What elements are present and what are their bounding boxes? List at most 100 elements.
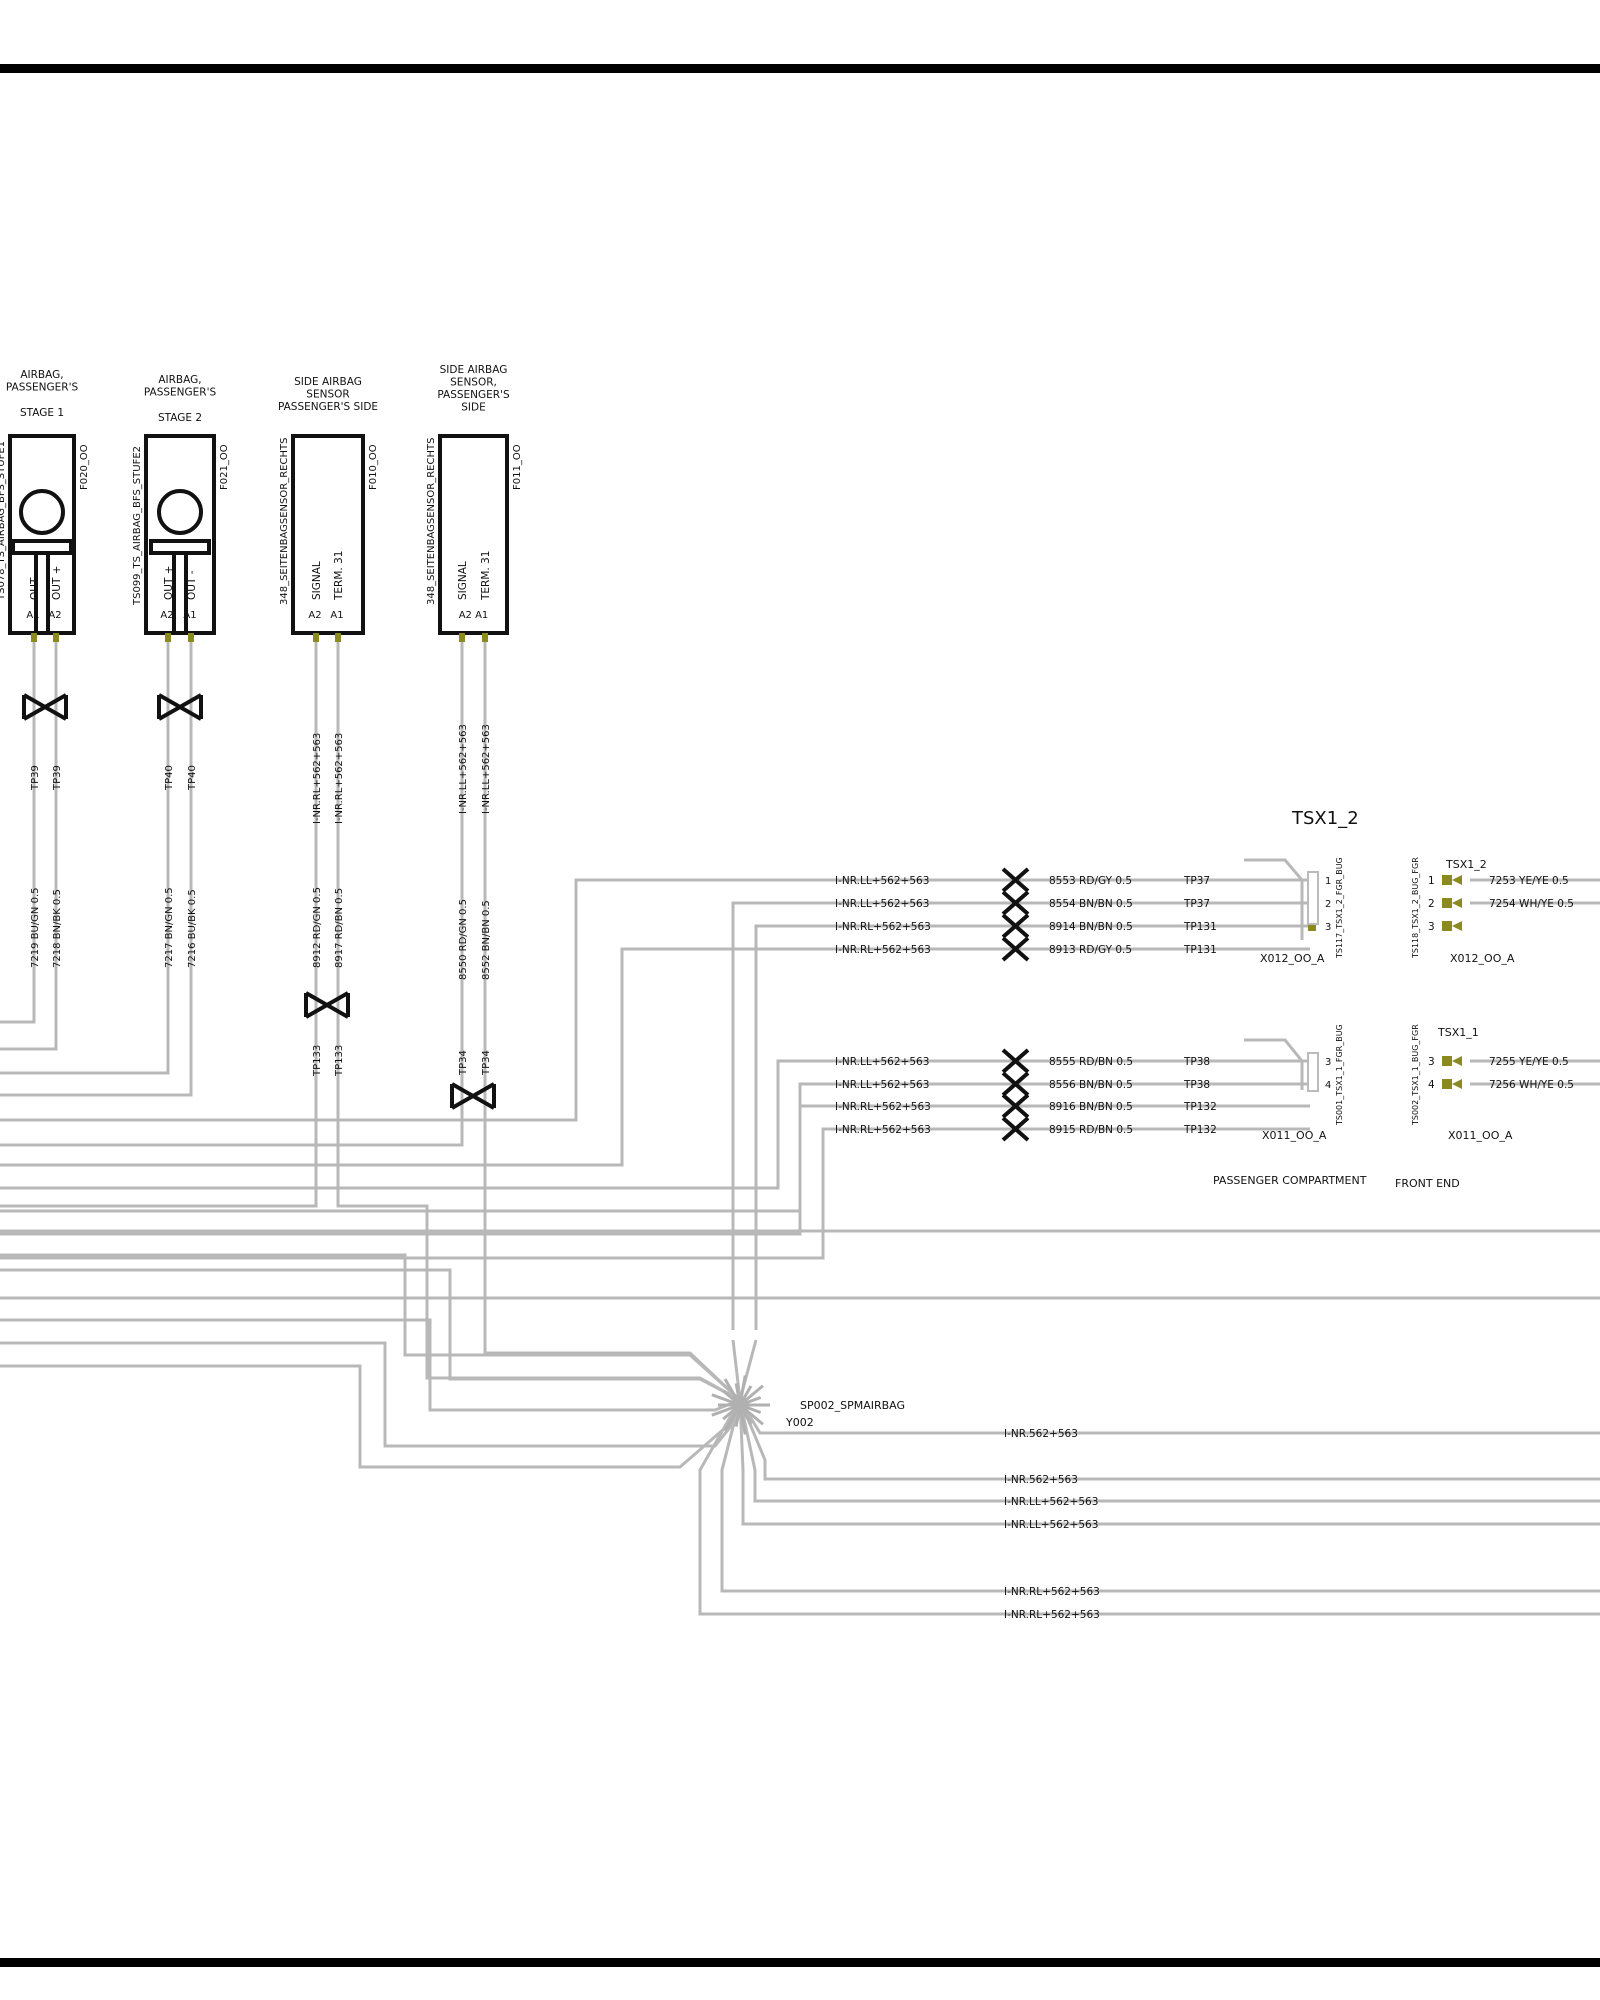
component-title-line: PASSENGER'S SIDE [278, 401, 378, 413]
wire-lower-1 [0, 1059, 1310, 1190]
wire-vertical-label: I-NR.LL+562+563 [458, 724, 469, 814]
component-ref-label: F021_OO [219, 444, 230, 490]
wire-c4-b [483, 638, 742, 1402]
wire-splice-out-6 [698, 1399, 1600, 1616]
connector-wire-label: 8914 BN/BN 0.5 [1049, 921, 1133, 933]
component-body [8, 434, 76, 635]
pin-terminal [188, 633, 194, 642]
connector-tp-label: TP132 [1183, 1101, 1217, 1113]
component-pin-number: A1 [330, 610, 343, 621]
wire-upper-1 [0, 878, 1310, 1122]
connector-net-label: I-NR.RL+562+563 [835, 1101, 931, 1113]
component-title-line: SIDE [461, 402, 485, 414]
connector-lower-housing [1244, 1038, 1304, 1090]
connector-upper-mate-vertical: TS118_TSX1_2_BUG_FGR [1411, 857, 1420, 959]
twist-marker [1001, 1071, 1030, 1097]
pin-terminal [53, 633, 59, 642]
component-ref-label: F020_OO [79, 444, 90, 490]
connector-pin-number: 1 [1325, 876, 1331, 887]
wire-vertical-label: 7219 BU/GN 0.5 [30, 888, 41, 969]
pin-terminal [165, 633, 171, 642]
connector-upper-housing-label: X012_OO_A [1260, 952, 1325, 965]
connector-wire-label: 8555 RD/BN 0.5 [1049, 1056, 1133, 1068]
twist-marker [450, 1082, 496, 1110]
connector-tp-label: TP38 [1183, 1079, 1210, 1091]
wire-c1-a [0, 638, 36, 1024]
wire-c4-a [0, 638, 464, 1147]
wire-vertical-label: TP39 [30, 765, 41, 791]
component-title-line: PASSENGER'S [6, 382, 79, 394]
connector-wire-label: 8556 BN/BN 0.5 [1049, 1079, 1133, 1091]
connector-tp-label: TP131 [1183, 944, 1217, 956]
wire-lower-3 [0, 1104, 1310, 1236]
connector-net-label: I-NR.LL+562+563 [835, 898, 929, 910]
mate-pin-terminal [1442, 1079, 1462, 1089]
splice-output-labels: I-NR.562+563I-NR.562+563I-NR.LL+562+563I… [1004, 1428, 1100, 1621]
component-pin-function: TERM. 31 [480, 551, 492, 601]
splice-name: SP002_SPMAIRBAG [800, 1399, 905, 1412]
component-pin-number: A2 A1 [459, 610, 489, 621]
connector-pin-number: 4 [1325, 1080, 1331, 1091]
wire-splice-out-3 [738, 1399, 1600, 1503]
wire-vertical-label: TP34 [458, 1050, 469, 1076]
mate-wire-label: 7253 YE/YE 0.5 [1489, 875, 1569, 887]
mate-pin-number: 3 [1428, 1056, 1435, 1068]
mate-pin-terminal [1442, 875, 1462, 885]
splice-output-label: I-NR.RL+562+563 [1004, 1609, 1100, 1621]
mate-pin-number: 4 [1428, 1079, 1435, 1091]
twist-marker [22, 693, 68, 721]
mate-pin-terminal [1442, 1056, 1462, 1066]
component-ref-label: F011_OO [512, 444, 523, 490]
connector-upper-housing [1244, 858, 1304, 940]
connector-lower-mate-vertical: TS002_TSX1_1_BUG_FGR [1411, 1024, 1420, 1126]
connector-upper-mate-title: TSX1_2 [1445, 858, 1487, 871]
wire-upper-4 [0, 947, 1310, 1167]
connector-upper-housing-pins [1307, 871, 1319, 925]
component-ref-label: F010_OO [368, 444, 379, 490]
wire-vertical-label: TP133 [312, 1045, 323, 1077]
splice-output-label: I-NR.562+563 [1004, 1428, 1078, 1440]
connector-tp-label: TP131 [1183, 921, 1217, 933]
wire-splice-out-2 [738, 1399, 1600, 1481]
wire-splice-out-5 [720, 1399, 1600, 1593]
connector-pin-number: 3 [1325, 922, 1331, 933]
component-pin-number: A1 [183, 610, 196, 621]
mate-pin-terminal [1442, 898, 1462, 908]
connector-tp-label: TP37 [1183, 898, 1210, 910]
component-pin-function: SIGNAL [311, 561, 323, 600]
wire-upper-3 [754, 924, 1310, 1330]
connector-tp-label: TP38 [1183, 1056, 1210, 1068]
component-part-label: TS078_TS_AIRBAG_BFS_STUFE1 [0, 441, 7, 601]
connector-upper-title: TSX1_2 [1291, 808, 1359, 829]
wire-splice-in-1 [0, 1253, 742, 1402]
wire-c2-b [0, 638, 193, 1097]
connector-net-label: I-NR.RL+562+563 [835, 921, 931, 933]
component-pin-number: A2 [160, 610, 173, 621]
twisted-pair-markers [22, 693, 1030, 1142]
component-pin-function: OUT - [186, 570, 198, 600]
connector-wire-label: 8554 BN/BN 0.5 [1049, 898, 1133, 910]
component-title-line: SIDE AIRBAG [440, 364, 508, 376]
connector-lower-housing-label: X011_OO_A [1262, 1129, 1327, 1142]
wire-splice-in-5 [0, 1364, 741, 1469]
component-title-line: SIDE AIRBAG [294, 376, 362, 388]
component-title-line: STAGE 2 [158, 412, 202, 424]
connector-net-label: I-NR.LL+562+563 [835, 1056, 929, 1068]
connector-net-label: I-NR.LL+562+563 [835, 1079, 929, 1091]
mate-pin-number: 3 [1428, 921, 1435, 933]
twist-marker [1001, 890, 1030, 916]
wire-c2-a [0, 638, 170, 1075]
twist-marker [1001, 1048, 1030, 1074]
pin-terminal [31, 633, 37, 642]
connector-net-label: I-NR.LL+562+563 [835, 875, 929, 887]
component-title-line: SENSOR [306, 389, 349, 401]
wire-c1-b [0, 638, 58, 1051]
splice-output-label: I-NR.LL+562+563 [1004, 1519, 1098, 1531]
connector-lower-housing-pins [1307, 1052, 1319, 1092]
mate-wire-label: 7255 YE/YE 0.5 [1489, 1056, 1569, 1068]
twist-marker [1001, 913, 1030, 939]
twist-marker [304, 991, 350, 1019]
